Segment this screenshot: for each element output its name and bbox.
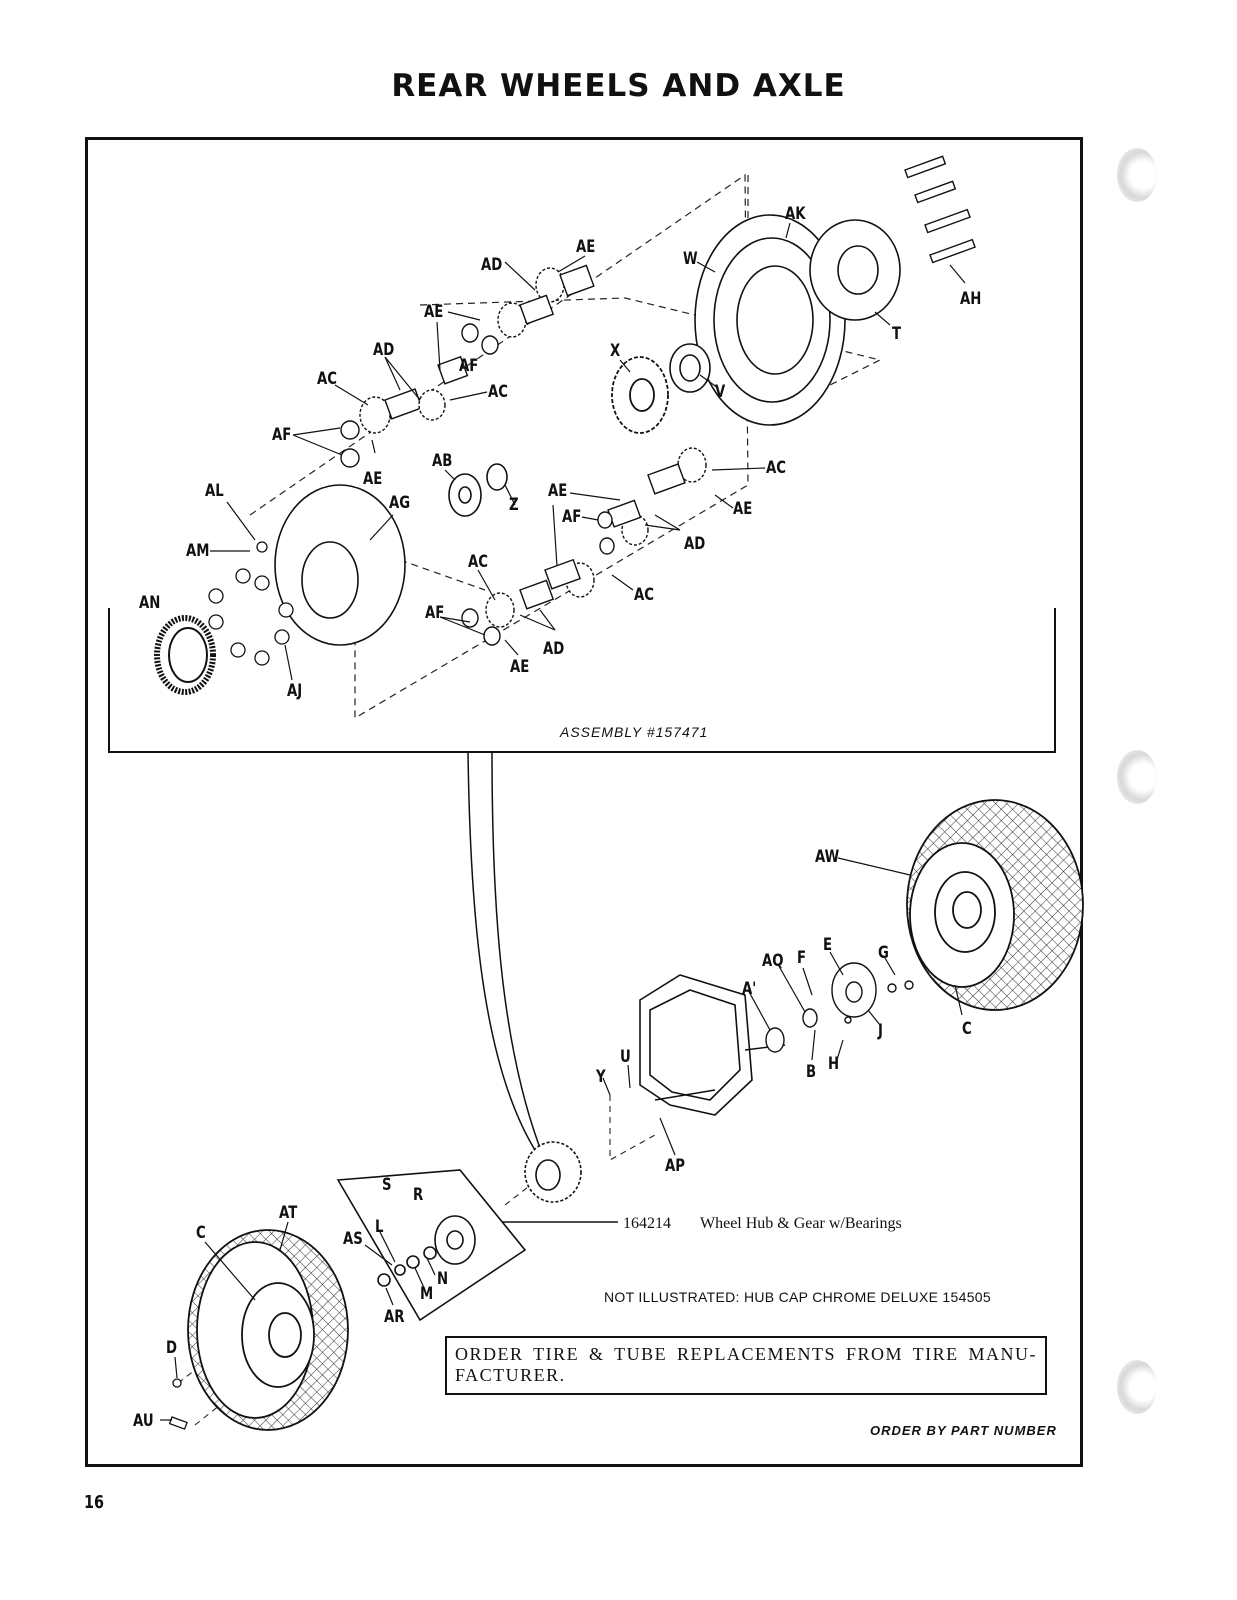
- callout-af: AF: [459, 356, 479, 376]
- callout-w: W: [683, 249, 698, 269]
- callout-aw: AW: [815, 847, 840, 867]
- callout-ac: AC: [317, 369, 337, 389]
- callout-ag: AG: [389, 493, 411, 513]
- callout-as: AS: [343, 1229, 363, 1249]
- callout-ak: AK: [785, 204, 806, 224]
- left-tire: [187, 1229, 349, 1431]
- diagram-frame: [85, 137, 1083, 1467]
- callout-e: E: [823, 935, 833, 955]
- pinion-gears-lower: [461, 447, 707, 646]
- binder-hole: [1117, 1360, 1157, 1414]
- callout-c: C: [196, 1223, 206, 1243]
- bearing-seal: [669, 343, 711, 393]
- callout-v: V: [715, 382, 726, 402]
- hub-part-description: Wheel Hub & Gear w/Bearings: [700, 1215, 902, 1232]
- callout-a-prime: A': [742, 979, 757, 999]
- callout-f: F: [797, 948, 807, 968]
- not-illustrated-note: NOT ILLUSTRATED: HUB CAP CHROME DELUXE 1…: [604, 1289, 991, 1305]
- assembly-subframe: [108, 608, 1056, 753]
- callout-b: B: [806, 1062, 817, 1082]
- callout-ad: AD: [543, 639, 565, 659]
- callout-ad: AD: [684, 534, 706, 554]
- callout-ap: AP: [665, 1156, 685, 1176]
- callout-ae: AE: [576, 237, 596, 257]
- callout-y: Y: [596, 1067, 606, 1087]
- callout-ad: AD: [481, 255, 503, 275]
- hub-part-number: 164214: [623, 1215, 671, 1232]
- order-tires-notice: ORDER TIRE & TUBE REPLACEMENTS FROM TIRE…: [445, 1336, 1047, 1395]
- callout-ac: AC: [766, 458, 786, 478]
- callout-aj: AJ: [287, 681, 303, 701]
- small-bolts: [168, 1378, 188, 1430]
- callout-ac: AC: [488, 382, 508, 402]
- carrier-plate: [274, 484, 406, 646]
- callout-au: AU: [133, 1411, 154, 1431]
- callout-leaders: [210, 222, 966, 681]
- ring-gear: [154, 615, 216, 695]
- callout-an: AN: [139, 593, 161, 613]
- hub-detail-inset: [336, 1169, 527, 1322]
- callout-ab: AB: [432, 451, 453, 471]
- callout-g: G: [878, 943, 889, 963]
- callout-am: AM: [186, 541, 210, 561]
- callout-ae: AE: [363, 469, 383, 489]
- callout-leaders-lower: [160, 857, 963, 1421]
- callout-r: R: [413, 1185, 424, 1205]
- callout-af: AF: [562, 507, 582, 527]
- brake-drum: [694, 214, 846, 426]
- callout-j: J: [878, 1021, 883, 1041]
- callout-ae: AE: [510, 657, 530, 677]
- callout-c: C: [962, 1019, 972, 1039]
- callout-d: D: [166, 1338, 178, 1358]
- flange-bolts: [904, 155, 976, 264]
- callout-ar: AR: [384, 1307, 405, 1327]
- assembly-label: ASSEMBLY #157471: [560, 724, 709, 740]
- callout-t: T: [892, 324, 902, 344]
- callout-ad: AD: [373, 340, 395, 360]
- wheel-hub-gear: [524, 1141, 582, 1203]
- callout-ah: AH: [960, 289, 982, 309]
- callout-n: N: [437, 1269, 449, 1289]
- page-title: REAR WHEELS AND AXLE: [391, 68, 846, 104]
- callout-ae: AE: [548, 481, 568, 501]
- callout-h: H: [828, 1054, 840, 1074]
- callout-ae: AE: [733, 499, 753, 519]
- callout-u: U: [620, 1047, 631, 1067]
- spur-gear: [611, 356, 669, 434]
- callout-ac: AC: [468, 552, 488, 572]
- pinion-gears: [340, 264, 595, 468]
- callout-ac: AC: [634, 585, 654, 605]
- hub-connector: [467, 751, 618, 1223]
- order-by-part-number: ORDER BY PART NUMBER: [870, 1423, 1057, 1438]
- callout-aq: AQ: [762, 951, 784, 971]
- callout-z: Z: [509, 495, 519, 515]
- callout-ae: AE: [424, 302, 444, 322]
- transmission-housing: [639, 974, 786, 1116]
- hub-small-parts: [765, 962, 914, 1053]
- callout-x: X: [610, 341, 621, 361]
- page-number: 16: [84, 1492, 105, 1513]
- binder-hole: [1117, 148, 1157, 202]
- callout-m: M: [420, 1284, 434, 1304]
- callout-s: S: [382, 1175, 392, 1195]
- right-tire: [906, 799, 1084, 1011]
- callout-at: AT: [279, 1203, 298, 1223]
- binder-hole: [1117, 750, 1157, 804]
- callout-al: AL: [205, 481, 224, 501]
- callout-af: AF: [425, 603, 445, 623]
- callout-af: AF: [272, 425, 292, 445]
- callout-l: L: [375, 1217, 384, 1237]
- hex-nuts: [208, 541, 294, 666]
- axle-flange: [809, 219, 901, 321]
- thrust-washer: [448, 463, 508, 517]
